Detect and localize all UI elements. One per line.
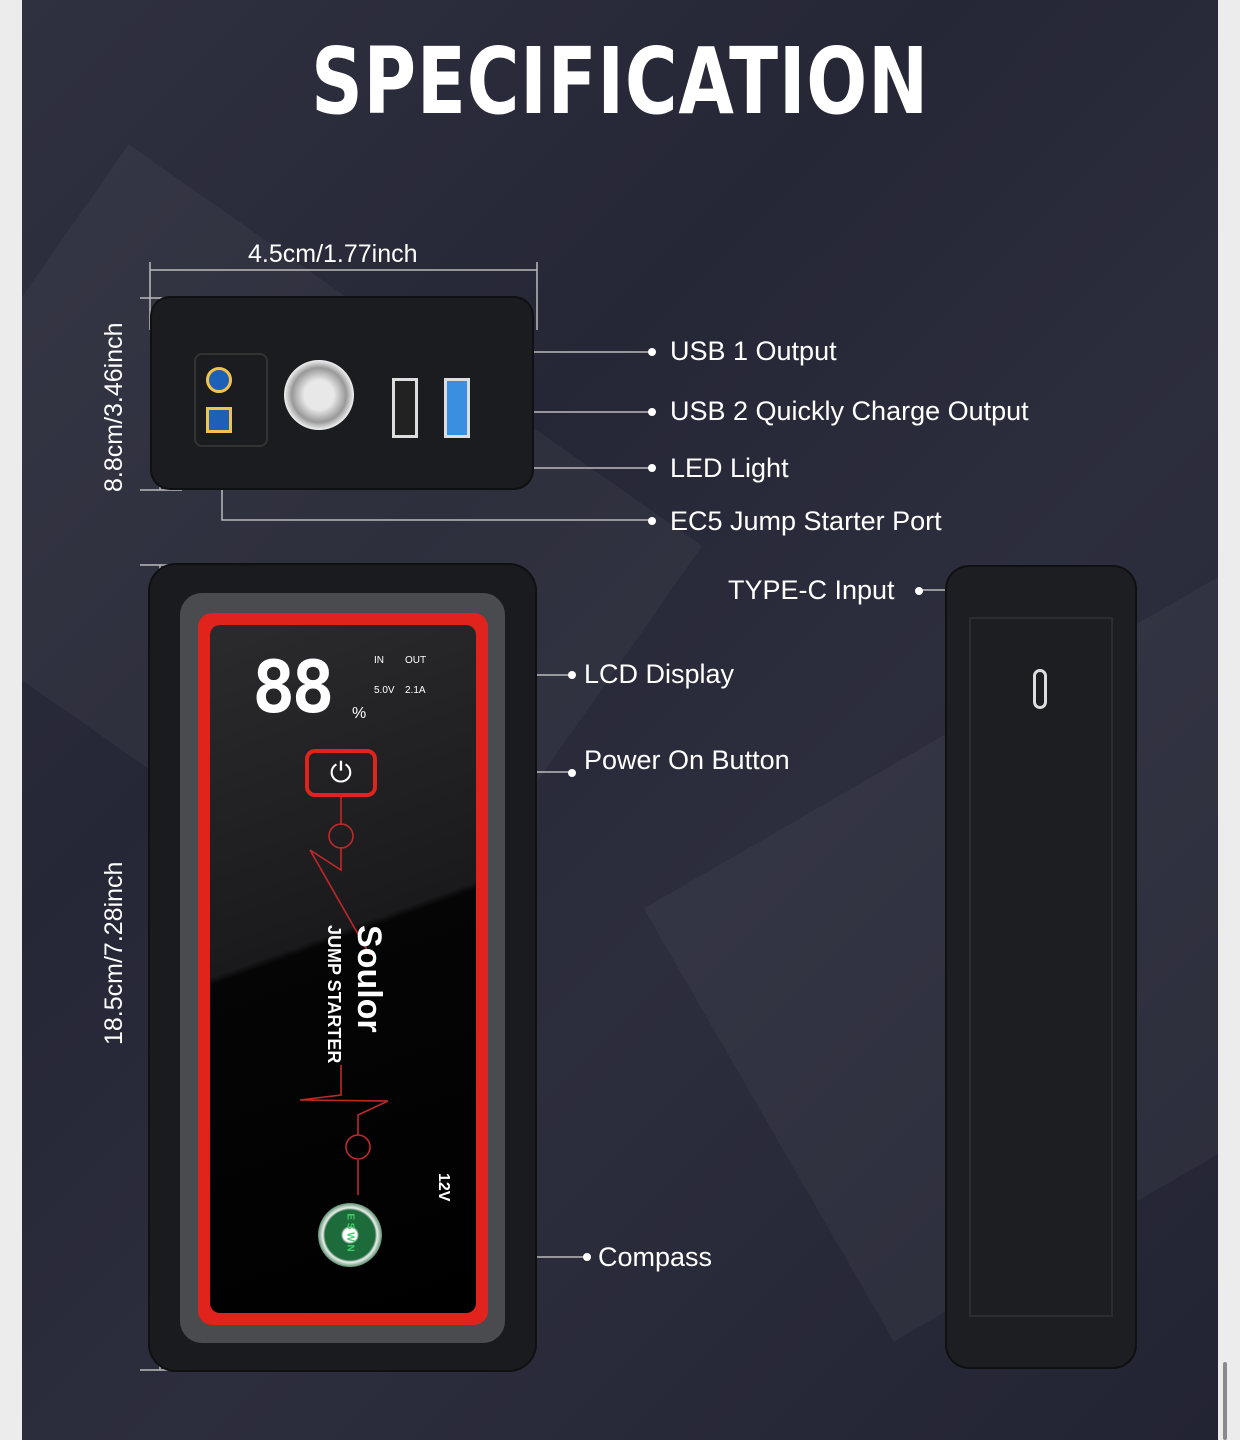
lcd-value: 88 [252,645,335,729]
lcd-in-label: IN [374,655,384,666]
front-panel: 88 % IN OUT 5.0V 2.1A ⏻ Soulor JUMP STAR… [210,625,476,1313]
product-name: JUMP STARTER [324,925,344,1064]
usb1-port [392,378,418,438]
spec-image: SPECIFICATION 4.5cm/1.77inch 8.8cm/3.46i… [22,0,1218,1440]
callout-power: Power On Button [584,745,790,775]
width-dimension: 4.5cm/1.77inch [248,240,418,268]
power-icon: ⏻ [329,757,353,788]
led-light [284,360,354,430]
device-front-view: 88 % IN OUT 5.0V 2.1A ⏻ Soulor JUMP STAR… [150,565,535,1370]
voltage-label: 12V [435,1173,452,1202]
scrollbar[interactable] [1223,1362,1227,1440]
page-title: SPECIFICATION [311,28,929,135]
callout-ec5: EC5 Jump Starter Port [670,506,942,536]
device-top-view [152,298,532,488]
compass-letters: E S W N [344,1213,356,1252]
compass-icon: E S W N [318,1203,382,1267]
lcd-percent: % [352,705,367,722]
depth-dimension: 8.8cm/3.46inch [100,322,128,492]
callout-led: LED Light [670,453,789,483]
device-side-view [947,567,1135,1367]
brand-logo: Soulor [350,925,388,1033]
callout-compass: Compass [598,1242,713,1272]
callout-usb1: USB 1 Output [670,336,837,366]
typec-port [1033,669,1047,709]
power-button[interactable]: ⏻ [305,749,377,797]
lcd-out-value: 2.1A [405,685,426,696]
lcd-in-value: 5.0V [374,685,395,696]
callout-typec: TYPE-C Input [728,575,895,605]
callout-usb2: USB 2 Quickly Charge Output [670,396,1029,426]
heartbeat-line [299,797,389,1195]
lcd-out-label: OUT [405,655,427,666]
callout-lcd: LCD Display [584,659,735,689]
height-dimension: 18.5cm/7.28inch [100,861,128,1045]
ec5-port [194,353,268,447]
usb2-port [444,378,470,438]
